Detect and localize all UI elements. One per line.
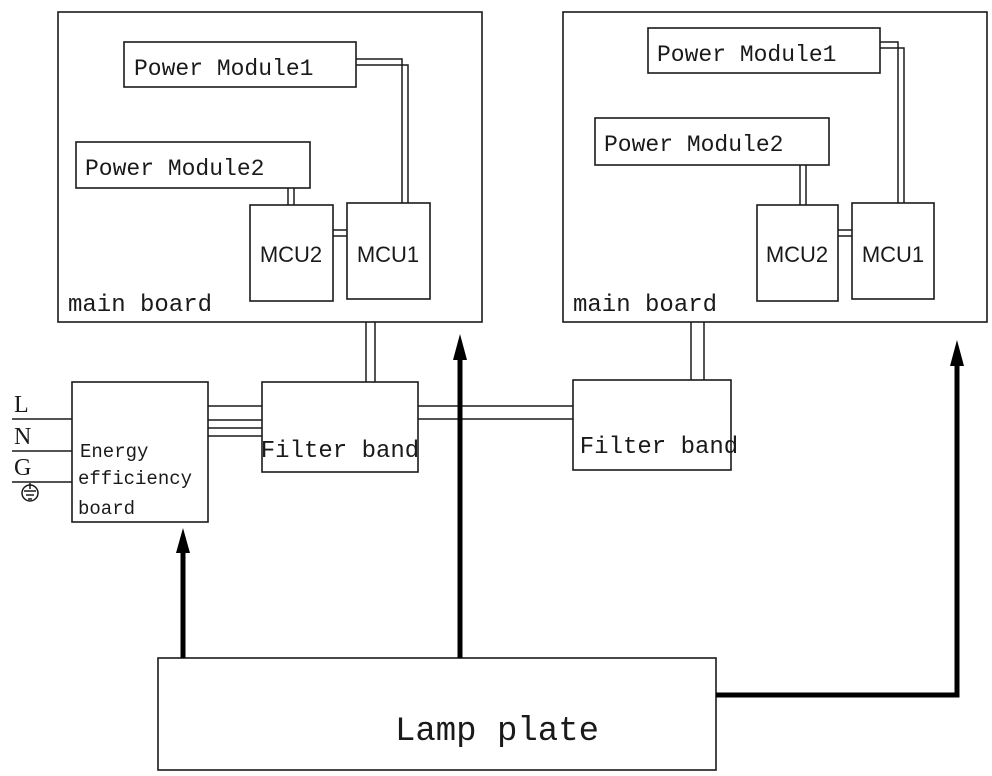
filter-band-right-box bbox=[572, 379, 732, 471]
filter-band-right: Filter band bbox=[572, 379, 738, 471]
input-label-l: L bbox=[14, 392, 29, 418]
filter-band-right-label: Filter band bbox=[580, 434, 738, 461]
power-inputs: L N G bbox=[12, 392, 72, 502]
input-label-n: N bbox=[14, 424, 31, 450]
left-board-connectors bbox=[287, 58, 409, 237]
pm1-to-mcu1-right-line-b bbox=[880, 47, 905, 203]
power-module-1-right-label: Power Module1 bbox=[657, 42, 836, 68]
input-label-g: G bbox=[14, 455, 31, 481]
filter-band-left: Filter band bbox=[261, 381, 419, 473]
mcu-1-left-box bbox=[346, 202, 431, 300]
mcu-2-right: MCU2 bbox=[756, 204, 839, 302]
lamp-plate-label: Lamp plate bbox=[395, 713, 599, 751]
mcu-2-right-box bbox=[756, 204, 839, 302]
main-board-right-label: main board bbox=[573, 292, 717, 319]
main-board-left-label: main board bbox=[68, 292, 212, 319]
lamp-plate: Lamp plate bbox=[157, 657, 717, 771]
power-module-1-left-box bbox=[123, 41, 357, 88]
power-module-2-right-box bbox=[594, 117, 830, 166]
pm1-to-mcu1-line-b bbox=[356, 64, 409, 203]
power-module-1-right: Power Module1 bbox=[647, 27, 881, 74]
energy-board-line-3: board bbox=[78, 498, 135, 520]
arrow-to-energy-board-head bbox=[176, 528, 190, 553]
arrow-to-right-board-shaft bbox=[716, 360, 960, 698]
power-module-1-left: Power Module1 bbox=[123, 41, 357, 88]
energy-efficiency-board: Energy efficiency board bbox=[71, 381, 209, 523]
mcu-1-left: MCU1 bbox=[346, 202, 431, 300]
main-board-left: main board Power Module1 Power Module2 M… bbox=[57, 11, 483, 323]
pm1-to-mcu1-line-a bbox=[356, 58, 403, 203]
mcu-1-right-box bbox=[851, 202, 935, 300]
right-board-connectors bbox=[799, 41, 905, 237]
power-module-2-left: Power Module2 bbox=[75, 141, 311, 189]
ground-icon bbox=[21, 483, 39, 502]
lamp-plate-box bbox=[157, 657, 717, 771]
mcu-1-right-label: MCU1 bbox=[862, 242, 924, 267]
power-module-2-left-box bbox=[75, 141, 311, 189]
filter-band-left-label: Filter band bbox=[261, 438, 419, 465]
energy-board-line-1: Energy bbox=[80, 441, 148, 463]
mcu-2-left: MCU2 bbox=[249, 204, 334, 302]
power-module-2-right: Power Module2 bbox=[594, 117, 830, 166]
arrow-to-right-board-head bbox=[950, 340, 964, 366]
mcu-1-left-label: MCU1 bbox=[357, 242, 419, 267]
arrow-to-left-board-head bbox=[453, 334, 467, 360]
main-board-right: main board Power Module1 Power Module2 M… bbox=[562, 11, 988, 323]
power-module-2-left-label: Power Module2 bbox=[85, 156, 264, 182]
lamp-plate-arrows bbox=[176, 334, 964, 698]
mcu-2-left-label: MCU2 bbox=[260, 242, 322, 267]
power-module-2-right-label: Power Module2 bbox=[604, 132, 783, 158]
energy-efficiency-board-box bbox=[71, 381, 209, 523]
interconnect-lines bbox=[208, 322, 705, 437]
power-module-1-right-box bbox=[647, 27, 881, 74]
filter-band-left-box bbox=[261, 381, 419, 473]
pm1-to-mcu1-right-line-a bbox=[880, 41, 899, 203]
mcu-2-right-label: MCU2 bbox=[766, 242, 828, 267]
energy-board-line-2: efficiency bbox=[78, 468, 192, 490]
power-module-1-left-label: Power Module1 bbox=[134, 56, 313, 82]
mcu-2-left-box bbox=[249, 204, 334, 302]
mcu-1-right: MCU1 bbox=[851, 202, 935, 300]
